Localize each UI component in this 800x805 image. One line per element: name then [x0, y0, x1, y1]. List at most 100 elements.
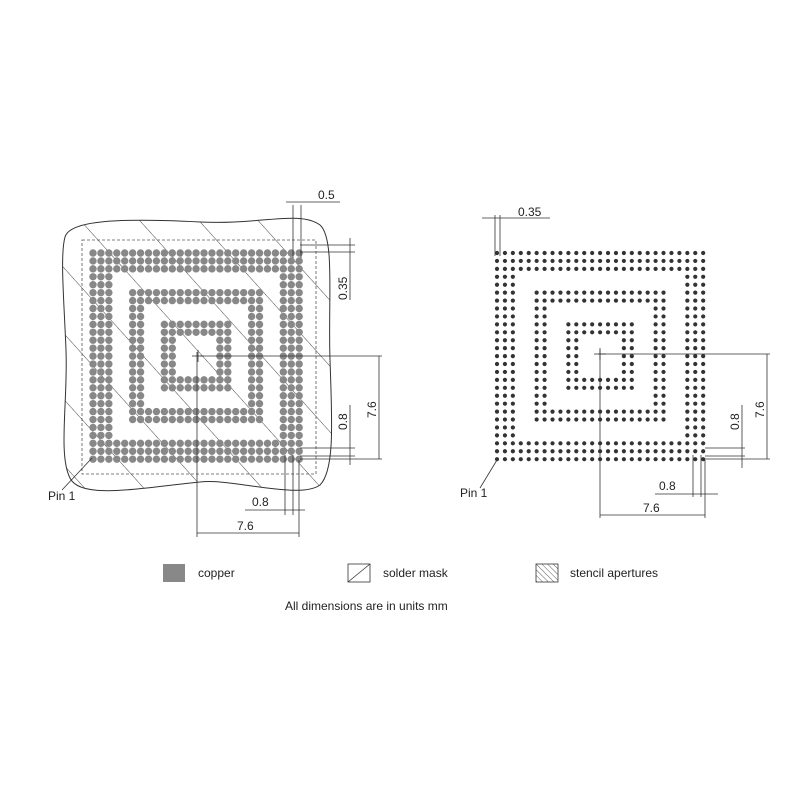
stencil-aperture [542, 401, 547, 406]
stencil-aperture [669, 449, 674, 454]
copper-pad [97, 399, 105, 408]
stencil-aperture [582, 441, 587, 446]
copper-pad [247, 447, 256, 455]
stencil-aperture [653, 409, 658, 414]
stencil-aperture [494, 330, 500, 335]
copper-pad [105, 273, 113, 281]
copper-pad [224, 249, 232, 257]
stencil-aperture [645, 457, 650, 462]
copper-pad [200, 376, 208, 384]
stencil-aperture [605, 377, 611, 382]
copper-pad [287, 304, 295, 313]
copper-pad [176, 447, 184, 455]
copper-pad [279, 296, 288, 305]
stencil-aperture [590, 385, 595, 390]
stencil-aperture [566, 346, 571, 351]
stencil-aperture [613, 322, 619, 327]
copper-pad [184, 328, 192, 336]
stencil-aperture [661, 314, 666, 319]
stencil-aperture [534, 457, 539, 462]
copper-pad [128, 368, 137, 376]
copper-pad [97, 439, 105, 448]
legend: copper solder mask stencil apertures All… [163, 563, 658, 613]
copper-pad [287, 368, 295, 376]
stencil-aperture [574, 449, 579, 454]
stencil-aperture [502, 330, 508, 335]
stencil-aperture [701, 369, 706, 375]
stencil-aperture [558, 449, 563, 454]
copper-pad [279, 368, 288, 376]
stencil-aperture [494, 425, 500, 430]
stencil-aperture [526, 457, 531, 462]
copper-pad [247, 344, 256, 352]
copper-pad [279, 376, 288, 384]
copper-pad [287, 273, 295, 281]
copper-pad [287, 399, 295, 408]
stencil-aperture [685, 306, 690, 311]
stencil-aperture [590, 258, 595, 264]
copper-pad [279, 273, 288, 281]
stencil-aperture [558, 409, 563, 414]
stencil-aperture [542, 353, 547, 359]
copper-pad [136, 392, 145, 400]
stencil-aperture [550, 266, 555, 271]
stencil-aperture [542, 306, 547, 311]
stencil-aperture [566, 250, 571, 256]
copper-pad [200, 439, 208, 448]
copper-pad [160, 415, 169, 424]
copper-pad [97, 296, 105, 305]
copper-pad [255, 447, 264, 455]
stencil-aperture [629, 449, 634, 454]
copper-pad [247, 392, 256, 400]
copper-pad [279, 455, 288, 463]
stencil-aperture [542, 298, 547, 303]
copper-pad [89, 447, 97, 455]
stencil-aperture [550, 457, 555, 462]
stencil-aperture [590, 266, 595, 271]
stencil-aperture [494, 346, 500, 351]
stencil-aperture [582, 409, 587, 414]
copper-pad [136, 288, 145, 297]
copper-pad [279, 320, 288, 329]
copper-pad [97, 455, 105, 463]
copper-pad [255, 407, 264, 416]
copper-pad [89, 455, 97, 463]
stencil-aperture [510, 322, 515, 327]
stencil-aperture [574, 266, 579, 271]
stencil-aperture [502, 282, 508, 287]
copper-pad [247, 336, 256, 344]
stencil-aperture [653, 250, 658, 256]
copper-pad [271, 439, 280, 448]
copper-pad [216, 336, 224, 344]
stencil-aperture [653, 330, 658, 335]
stencil-aperture [510, 441, 515, 446]
stencil-aperture [693, 457, 698, 462]
copper-pad [232, 296, 240, 305]
copper-pad [216, 368, 224, 376]
stencil-aperture [661, 449, 666, 454]
stencil-aperture [693, 306, 698, 311]
copper-pad [113, 257, 121, 265]
stencil-aperture [510, 353, 515, 359]
stencil-aperture [661, 393, 666, 398]
stencil-aperture [510, 449, 515, 454]
copper-pad [287, 455, 295, 463]
stencil-aperture [613, 250, 619, 256]
copper-pad [136, 249, 145, 257]
copper-pad [97, 360, 105, 368]
stencil-aperture [542, 385, 547, 390]
stencil-aperture [558, 417, 563, 422]
stencil-aperture [661, 401, 666, 406]
copper-pad [263, 455, 272, 463]
stencil-aperture [621, 330, 626, 335]
copper-pad [216, 249, 224, 257]
copper-pad [97, 352, 105, 360]
stencil-aperture [613, 457, 619, 462]
copper-pad [121, 265, 129, 273]
copper-pad [136, 455, 145, 463]
copper-pad [255, 399, 264, 408]
stencil-aperture [685, 258, 690, 264]
copper-pad-array [89, 249, 303, 463]
stencil-aperture [629, 290, 634, 295]
